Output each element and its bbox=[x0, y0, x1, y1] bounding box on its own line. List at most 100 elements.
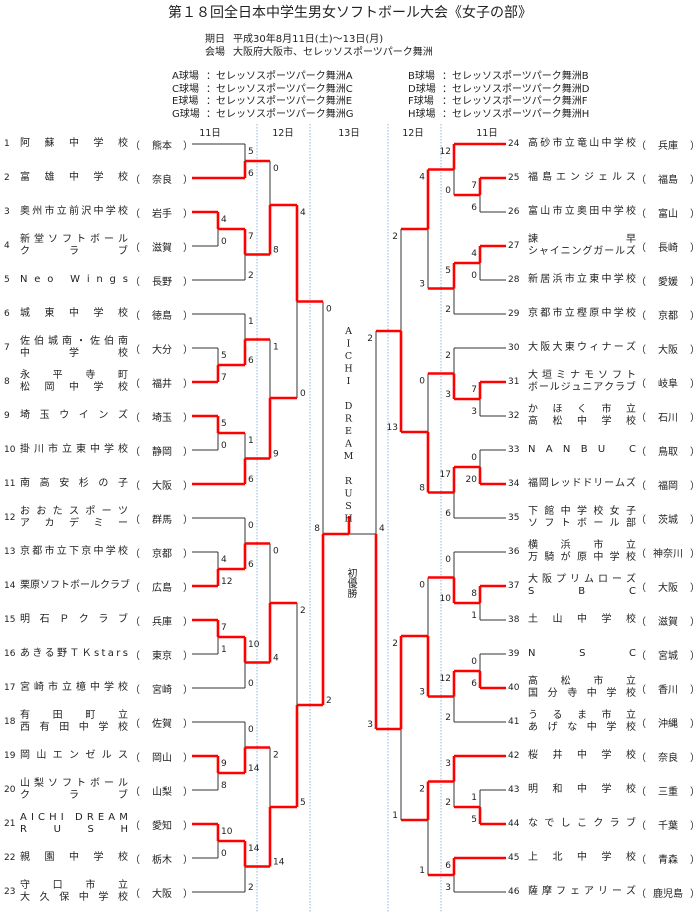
score-label: 4 bbox=[273, 654, 279, 664]
team-name: 富雄中学校 bbox=[20, 172, 128, 184]
score-label: 0 bbox=[221, 237, 227, 247]
team-name-line: 宮崎市立檍中学校 bbox=[20, 682, 128, 693]
team-prefecture: 大阪 bbox=[152, 480, 172, 492]
champion-name: AICHI DREAM RUSH bbox=[343, 326, 354, 526]
team-prefecture: 鹿児島 bbox=[653, 888, 683, 900]
team-prefecture: 愛知 bbox=[152, 820, 172, 832]
team-number: 18 bbox=[4, 717, 16, 727]
team-name-line: 南高安杉の子 bbox=[20, 478, 128, 489]
paren-close: ） bbox=[690, 208, 700, 220]
team-name-line: 明和中学校 bbox=[528, 784, 636, 795]
team-prefecture: 茨城 bbox=[658, 514, 678, 526]
team-name: 阿蘇中学校 bbox=[20, 138, 128, 150]
score-label: 6 bbox=[248, 356, 254, 366]
team-name: 高松市立国分寺中学校 bbox=[528, 676, 636, 700]
paren-open: （ bbox=[130, 378, 140, 390]
paren-open: （ bbox=[636, 582, 646, 594]
score-label: 6 bbox=[248, 560, 254, 570]
paren-close: ） bbox=[183, 378, 193, 390]
paren-open: （ bbox=[636, 854, 646, 866]
period-value: 平成30年8月11日(土)～13日(月) bbox=[233, 34, 384, 45]
paren-open: （ bbox=[130, 344, 140, 356]
team-prefecture: 香川 bbox=[658, 684, 678, 696]
score-label: 2 bbox=[445, 713, 451, 723]
paren-open: （ bbox=[130, 242, 140, 254]
score-label: 8 bbox=[273, 246, 279, 256]
team-name-line: 永平寺町 bbox=[20, 370, 128, 381]
paren-open: （ bbox=[636, 548, 646, 560]
team-name-line: 埼玉ウインズ bbox=[20, 410, 128, 421]
score-label: 10 bbox=[221, 827, 233, 837]
score-label: 1 bbox=[248, 436, 254, 446]
paren-open: （ bbox=[130, 650, 140, 662]
team-number: 29 bbox=[508, 309, 520, 319]
team-number: 46 bbox=[508, 887, 520, 897]
team-prefecture: 岩手 bbox=[152, 208, 172, 220]
paren-close: ） bbox=[183, 140, 193, 152]
score-label: 1 bbox=[273, 343, 279, 353]
team-prefecture: 岡山 bbox=[152, 752, 172, 764]
team-prefecture: 滋賀 bbox=[658, 616, 678, 628]
paren-close: ） bbox=[690, 786, 700, 798]
score-label: 0 bbox=[419, 581, 425, 591]
team-name: おおたスポーツアカデミー bbox=[20, 506, 128, 530]
score-label: 0 bbox=[471, 657, 477, 667]
paren-open: （ bbox=[130, 446, 140, 458]
team-name: うるま市立あげな中学校 bbox=[528, 710, 636, 734]
team-prefecture: 沖縄 bbox=[658, 718, 678, 730]
team-name: 有田町立西有田中学校 bbox=[20, 710, 128, 734]
team-prefecture: 宮城 bbox=[658, 650, 678, 662]
paren-close: ） bbox=[690, 140, 700, 152]
team-name-line: 高砂市立竜山中学校 bbox=[528, 138, 636, 149]
team-name: 岡山エンゼルス bbox=[20, 750, 128, 762]
paren-close: ） bbox=[183, 514, 193, 526]
score-label: 6 bbox=[248, 475, 254, 485]
score-label: 4 bbox=[379, 524, 385, 534]
team-number: 15 bbox=[4, 615, 16, 625]
score-label: 4 bbox=[221, 215, 227, 225]
field-name: E球場 bbox=[172, 96, 199, 107]
score-label: 1 bbox=[392, 811, 398, 821]
team-number: 14 bbox=[4, 581, 16, 591]
score-label: 2 bbox=[445, 305, 451, 315]
team-prefecture: 京都 bbox=[152, 548, 172, 560]
paren-open: （ bbox=[636, 378, 646, 390]
team-name-line: 土山中学校 bbox=[528, 614, 636, 625]
team-name-line: シャイニングガールズ bbox=[528, 246, 636, 257]
paren-close: ） bbox=[183, 752, 193, 764]
team-name-line: クラブ bbox=[20, 790, 128, 801]
team-name-line: 松岡中学校 bbox=[20, 382, 128, 393]
team-number: 13 bbox=[4, 547, 16, 557]
team-number: 23 bbox=[4, 887, 16, 897]
team-prefecture: 埼玉 bbox=[152, 412, 172, 424]
score-label: 0 bbox=[248, 521, 254, 531]
paren-close: ） bbox=[183, 786, 193, 798]
team-number: 11 bbox=[4, 479, 16, 489]
paren-close: ） bbox=[690, 378, 700, 390]
paren-close: ） bbox=[183, 242, 193, 254]
team-prefecture: 大阪 bbox=[658, 344, 678, 356]
paren-close: ） bbox=[690, 718, 700, 730]
paren-close: ） bbox=[183, 174, 193, 186]
score-label: 2 bbox=[248, 883, 254, 893]
score-label: 14 bbox=[273, 858, 285, 868]
paren-open: （ bbox=[636, 684, 646, 696]
team-name-line: 大久保中学校 bbox=[20, 892, 128, 903]
score-label: 20 bbox=[466, 475, 478, 485]
team-name: 横浜市立万騎が原中学校 bbox=[528, 540, 636, 564]
team-name-line: おおたスポーツ bbox=[20, 506, 128, 517]
paren-open: （ bbox=[636, 208, 646, 220]
score-label: 1 bbox=[419, 866, 425, 876]
